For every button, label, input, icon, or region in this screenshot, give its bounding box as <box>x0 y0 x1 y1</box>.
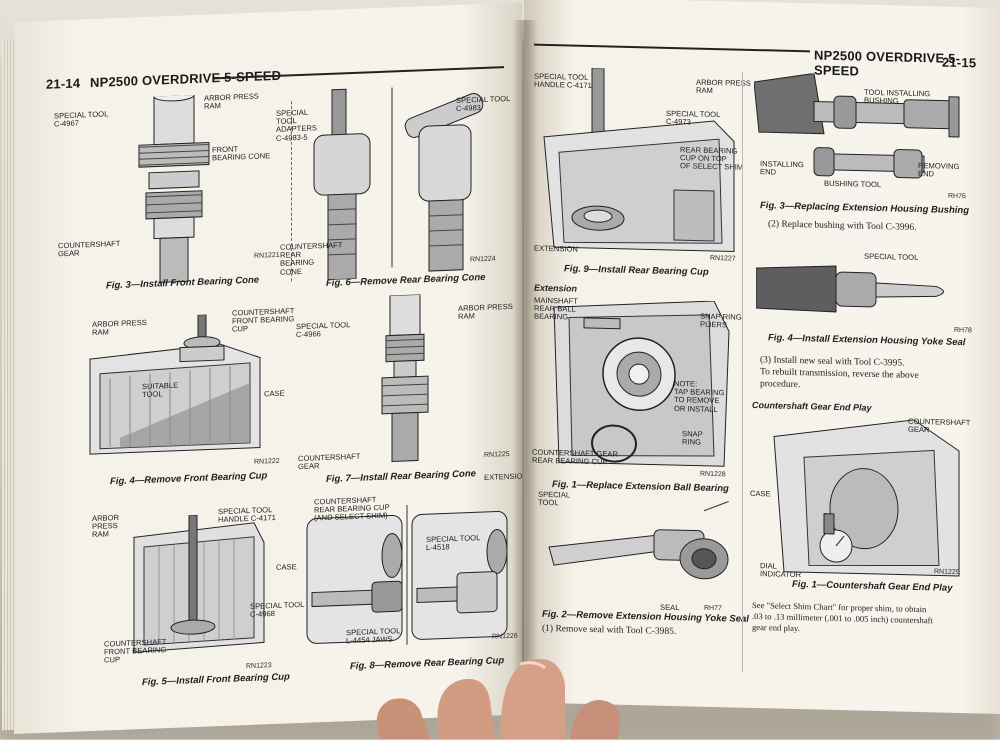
left-page-number: 21-14 <box>46 75 81 92</box>
left-page-title: NP2500 OVERDRIVE 5-SPEED <box>90 67 282 91</box>
figure-ref-number: RN1227 <box>710 254 736 263</box>
figure-ref-number: RN1221 <box>254 251 280 260</box>
book-gutter <box>512 20 538 730</box>
caption-fig1-end-play: Fig. 1—Countershaft Gear End Play <box>792 578 953 594</box>
label-countershaft-rear-bearing-cup: COUNTERSHAFT REAR BEARING CUP (AND SELEC… <box>314 495 390 523</box>
caption-fig1-ball-bearing: Fig. 1—Replace Extension Ball Bearing <box>552 479 729 495</box>
label-countershaft-front-bearing-cup: COUNTERSHAFT FRONT BEARING CUP <box>104 637 167 665</box>
figure-ref-number: RN1229 <box>934 568 960 577</box>
figure-extension-housing-bushing-illustration <box>754 72 960 179</box>
label-front-bearing-cone: FRONT BEARING CONE <box>212 144 271 163</box>
label-special-tool: SPECIAL TOOL <box>864 251 919 263</box>
label-tool-installing-bushing: TOOL INSTALLING BUSHING <box>864 87 931 106</box>
label-special-tool-c4968: SPECIAL TOOL C-4968 <box>250 599 305 620</box>
label-special-tool-c4973: SPECIAL TOOL C-4973 <box>666 108 721 127</box>
label-arbor-press-ram: ARBOR PRESS RAM <box>458 301 513 322</box>
label-special-tool-l4518: SPECIAL TOOL L-4518 <box>426 533 481 553</box>
figure-install-rear-bearing-cone-illustration <box>381 293 429 462</box>
label-mainshaft-rear-ball-bearing: MAINSHAFT REAR BALL BEARING <box>534 295 578 322</box>
figure-remove-rear-bearing-cone-illustration <box>313 87 484 281</box>
figure-front-bearing-cone-illustration <box>138 93 210 283</box>
caption-fig7: Fig. 7—Install Rear Bearing Cone <box>326 468 476 486</box>
label-case: CASE <box>276 562 297 572</box>
figure-remove-front-bearing-cup-illustration <box>89 314 261 455</box>
caption-fig5: Fig. 5—Install Front Bearing Cup <box>142 671 290 689</box>
instruction-install-seal: (3) Install new seal with Tool C-3995. T… <box>760 355 919 391</box>
instruction-select-shim: See "Select Shim Chart" for proper shim,… <box>752 599 933 634</box>
label-countershaft-gear-rear-bearing-cup: COUNTERSHAFT GEAR REAR BEARING CUP <box>532 447 618 467</box>
figure-ref-number: RN1222 <box>254 457 280 466</box>
instruction-replace-bushing: (2) Replace bushing with Tool C-3996. <box>768 219 917 233</box>
label-dial-indicator: DIAL INDICATOR <box>760 561 802 580</box>
label-case: CASE <box>750 488 771 499</box>
caption-fig9: Fig. 9—Install Rear Bearing Cup <box>564 263 709 278</box>
label-special-tool-l4454-jaws: SPECIAL TOOL L-4454 JAWS <box>346 626 401 646</box>
label-countershaft-front-bearing-cup: COUNTERSHAFT FRONT BEARING CUP <box>232 306 295 335</box>
label-special-tool-handle-c4171: SPECIAL TOOL HANDLE C-4171 <box>218 505 276 525</box>
figure-install-yoke-seal-illustration <box>756 265 944 313</box>
figure-remove-yoke-seal-illustration <box>548 500 730 580</box>
figure-ref-number: RN1223 <box>246 662 272 671</box>
label-special-tool-adapters: SPECIAL TOOL ADAPTERS C-4983-5 <box>276 107 317 143</box>
figure-replace-extension-ball-bearing-illustration <box>553 300 730 467</box>
header-rule <box>534 43 810 53</box>
label-special-tool-c4983: SPECIAL TOOL C-4983 <box>456 93 511 114</box>
figure-install-front-bearing-cup-illustration <box>133 514 265 653</box>
caption-fig3-bushing: Fig. 3—Replacing Extension Housing Bushi… <box>760 200 970 217</box>
label-special-tool-c4967: SPECIAL TOOL C-4967 <box>54 109 109 129</box>
figure-countershaft-end-play-illustration <box>773 419 960 577</box>
label-special-tool-c4966: SPECIAL TOOL C-4966 <box>296 320 351 340</box>
figure-ref-number: RN1224 <box>470 255 496 264</box>
label-countershaft-rear-bearing-cone: COUNTERSHAFT REAR BEARING CONE <box>280 240 343 277</box>
figure-remove-rear-bearing-cup-illustration <box>306 504 508 645</box>
subheading-countershaft-end-play: Countershaft Gear End Play <box>752 399 872 413</box>
left-page: 21-14 NP2500 OVERDRIVE 5-SPEED SPECIAL T… <box>14 2 522 734</box>
label-extension: EXTENSION <box>534 243 578 254</box>
label-case: CASE <box>264 388 285 399</box>
figure-ref-number: RH77 <box>704 604 722 613</box>
label-rear-bearing-cup-on-shim: REAR BEARING CUP ON TOP OF SELECT SHIM <box>680 145 744 173</box>
instruction-remove-seal: (1) Remove seal with Tool C-3985. <box>542 623 677 638</box>
label-arbor-press-ram: ARBOR PRESS RAM <box>204 91 259 111</box>
caption-fig4: Fig. 4—Remove Front Bearing Cup <box>110 470 268 488</box>
label-snap-ring-pliers: SNAP RING PLIERS <box>700 311 742 330</box>
figure-install-rear-bearing-cup-illustration <box>543 67 735 253</box>
label-suitable-tool: SUITABLE TOOL <box>142 380 179 400</box>
label-special-tool: SPECIAL TOOL <box>538 489 571 508</box>
right-page: NP2500 OVERDRIVE 5-SPEED 21-15 SPECIAL T… <box>524 0 1000 714</box>
label-countershaft-gear: COUNTERSHAFT GEAR <box>908 416 971 435</box>
label-special-tool-handle-c4171: SPECIAL TOOL HANDLE C-4171 <box>534 71 592 91</box>
column-divider <box>742 71 743 672</box>
figure-ref-number: RN1228 <box>700 470 726 479</box>
section-heading-extension: Extension <box>534 282 578 294</box>
label-countershaft-gear: COUNTERSHAFT GEAR <box>298 451 361 472</box>
figure-ref-number: RH78 <box>954 326 972 335</box>
caption-fig4-yoke-seal: Fig. 4—Install Extension Housing Yoke Se… <box>768 332 966 349</box>
label-installing-end: INSTALLING END <box>760 159 804 177</box>
label-arbor-press-ram: ARBOR PRESS RAM <box>92 317 147 338</box>
hand-holding-book <box>376 659 621 739</box>
label-arbor-press-ram: ARBOR PRESS RAM <box>92 512 120 540</box>
label-bushing-tool: BUSHING TOOL <box>824 178 882 190</box>
right-page-number: 21-15 <box>942 54 977 71</box>
figure-ref-number: RH76 <box>948 192 966 201</box>
label-note-tap-bearing: NOTE: TAP BEARING TO REMOVE OR INSTALL <box>674 379 725 414</box>
figure-ref-number: RN1225 <box>484 450 510 459</box>
label-countershaft-gear: COUNTERSHAFT GEAR <box>58 238 121 259</box>
label-snap-ring: SNAP RING <box>682 429 703 447</box>
label-removing-end: REMOVING END <box>918 160 960 179</box>
